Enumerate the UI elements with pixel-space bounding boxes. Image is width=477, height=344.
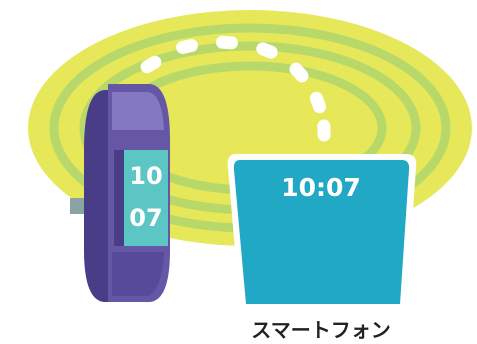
band-highlight-bottom: [112, 252, 164, 296]
smart-band-icon: 10 07: [70, 84, 170, 302]
dotted-arc-icon: [140, 35, 331, 142]
phone-caption: スマートフォン: [251, 318, 390, 342]
phone-body: [233, 160, 410, 304]
smartphone-icon: 10:07: [227, 154, 417, 310]
band-hour-text: 10: [129, 162, 162, 190]
band-screen-edge: [114, 150, 124, 246]
band-minute-text: 07: [129, 204, 162, 232]
band-screen: [124, 150, 168, 246]
phone-time-text: 10:07: [281, 173, 361, 202]
band-highlight-top: [112, 92, 164, 130]
ellipse-center: [154, 86, 346, 170]
